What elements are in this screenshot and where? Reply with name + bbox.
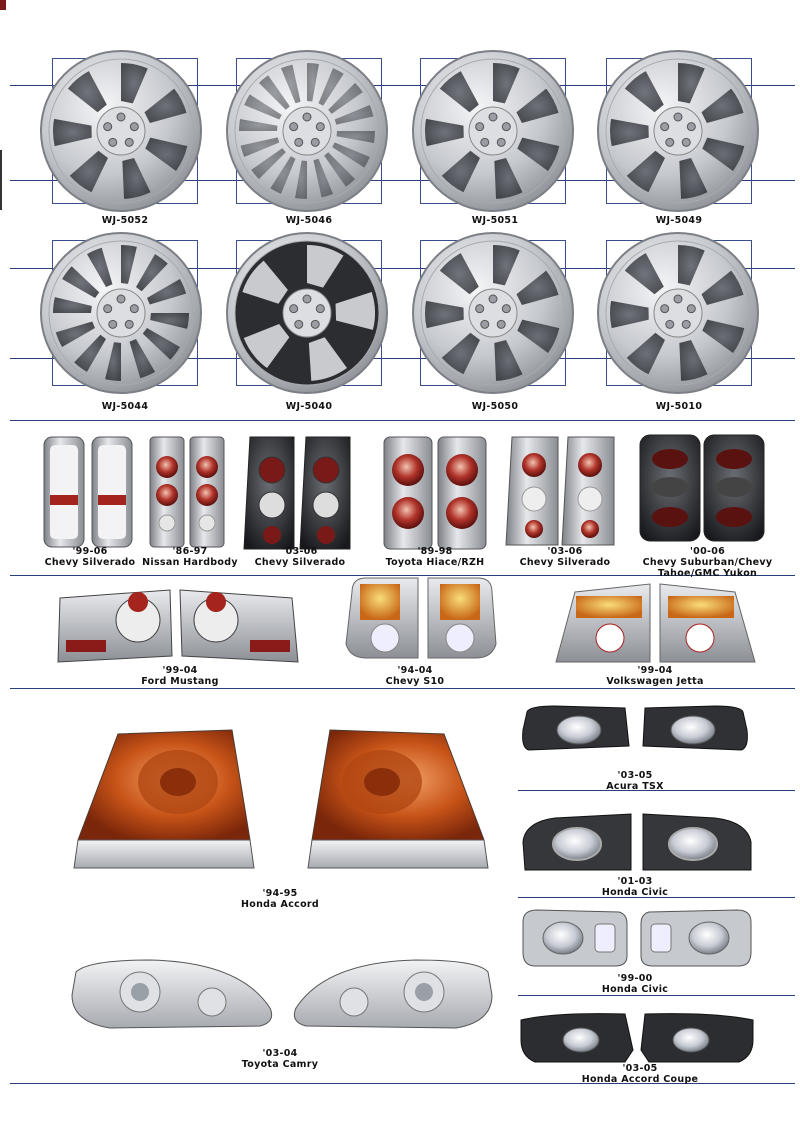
- wheel-cover-8: [597, 232, 759, 394]
- rule-wheel-row2a: [10, 268, 795, 269]
- tail-light-honda-accord-right: [307, 729, 489, 869]
- tail-light-ford-mustang: [57, 589, 299, 663]
- wheel-caption-5: WJ-5044: [101, 401, 149, 412]
- wheel-caption-1: WJ-5052: [101, 215, 149, 226]
- rule-section-tail2: [10, 688, 795, 689]
- wheel-cover-3: [412, 50, 574, 212]
- rule-fog-2: [518, 897, 795, 898]
- tail-lights-row2-art: [57, 577, 756, 663]
- wheel-cover-4: [597, 50, 759, 212]
- wheel-caption-7: WJ-5050: [471, 401, 519, 412]
- rule-section-wheels: [10, 420, 795, 421]
- rule-wheel-row1: [10, 180, 795, 181]
- tail-light-toyota-hiace: [383, 436, 487, 550]
- wheel-caption-8: WJ-5010: [655, 401, 703, 412]
- wheel-caption-4: WJ-5049: [655, 215, 703, 226]
- tail-lights-row1-art: [43, 434, 765, 550]
- tail-light-chevy-silverado-03-chrome: [505, 436, 615, 546]
- rule-fog-3: [518, 995, 795, 996]
- tail-light-chevy-s10: [345, 577, 497, 659]
- wheel-cover-5: [40, 232, 202, 394]
- headlight-toyota-camry-right: [293, 959, 493, 1029]
- rule-bottom: [10, 1083, 795, 1084]
- wheel-caption-3: WJ-5051: [471, 215, 519, 226]
- large-lights-art: [71, 729, 493, 1029]
- corner-mark-left: [0, 150, 2, 210]
- tail-light-chevy-suburban: [639, 434, 765, 542]
- wheel-cover-2: [226, 50, 388, 212]
- tail-light-chevy-silverado-99: [43, 436, 133, 548]
- wheel-caption-2: WJ-5046: [285, 215, 333, 226]
- tail-light-nissan-hardbody: [149, 436, 225, 548]
- fog-light-acura-tsx: [522, 705, 748, 751]
- fog-light-honda-civic-99: [522, 909, 752, 967]
- tail-light-honda-accord-left: [73, 729, 255, 869]
- tail-light-chevy-silverado-03-smoke: [243, 436, 351, 550]
- corner-mark-top-left: [0, 0, 6, 10]
- wheel-cover-6: [226, 232, 388, 394]
- wheel-cover-1: [40, 50, 202, 212]
- fog-light-honda-civic-01: [522, 813, 752, 871]
- rule-fog-1: [518, 790, 795, 791]
- wheel-cover-7: [412, 232, 574, 394]
- headlight-toyota-camry-left: [71, 959, 273, 1029]
- rule-section-tail1: [10, 575, 795, 576]
- fog-lights-art: [520, 705, 754, 1063]
- wheel-caption-6: WJ-5040: [285, 401, 333, 412]
- rule-wheel-row2b: [10, 358, 795, 359]
- wheel-covers-art: [40, 50, 759, 394]
- fog-light-honda-accord-coupe: [520, 1013, 754, 1063]
- rule-top: [10, 85, 795, 86]
- tail-light-vw-jetta: [555, 583, 756, 663]
